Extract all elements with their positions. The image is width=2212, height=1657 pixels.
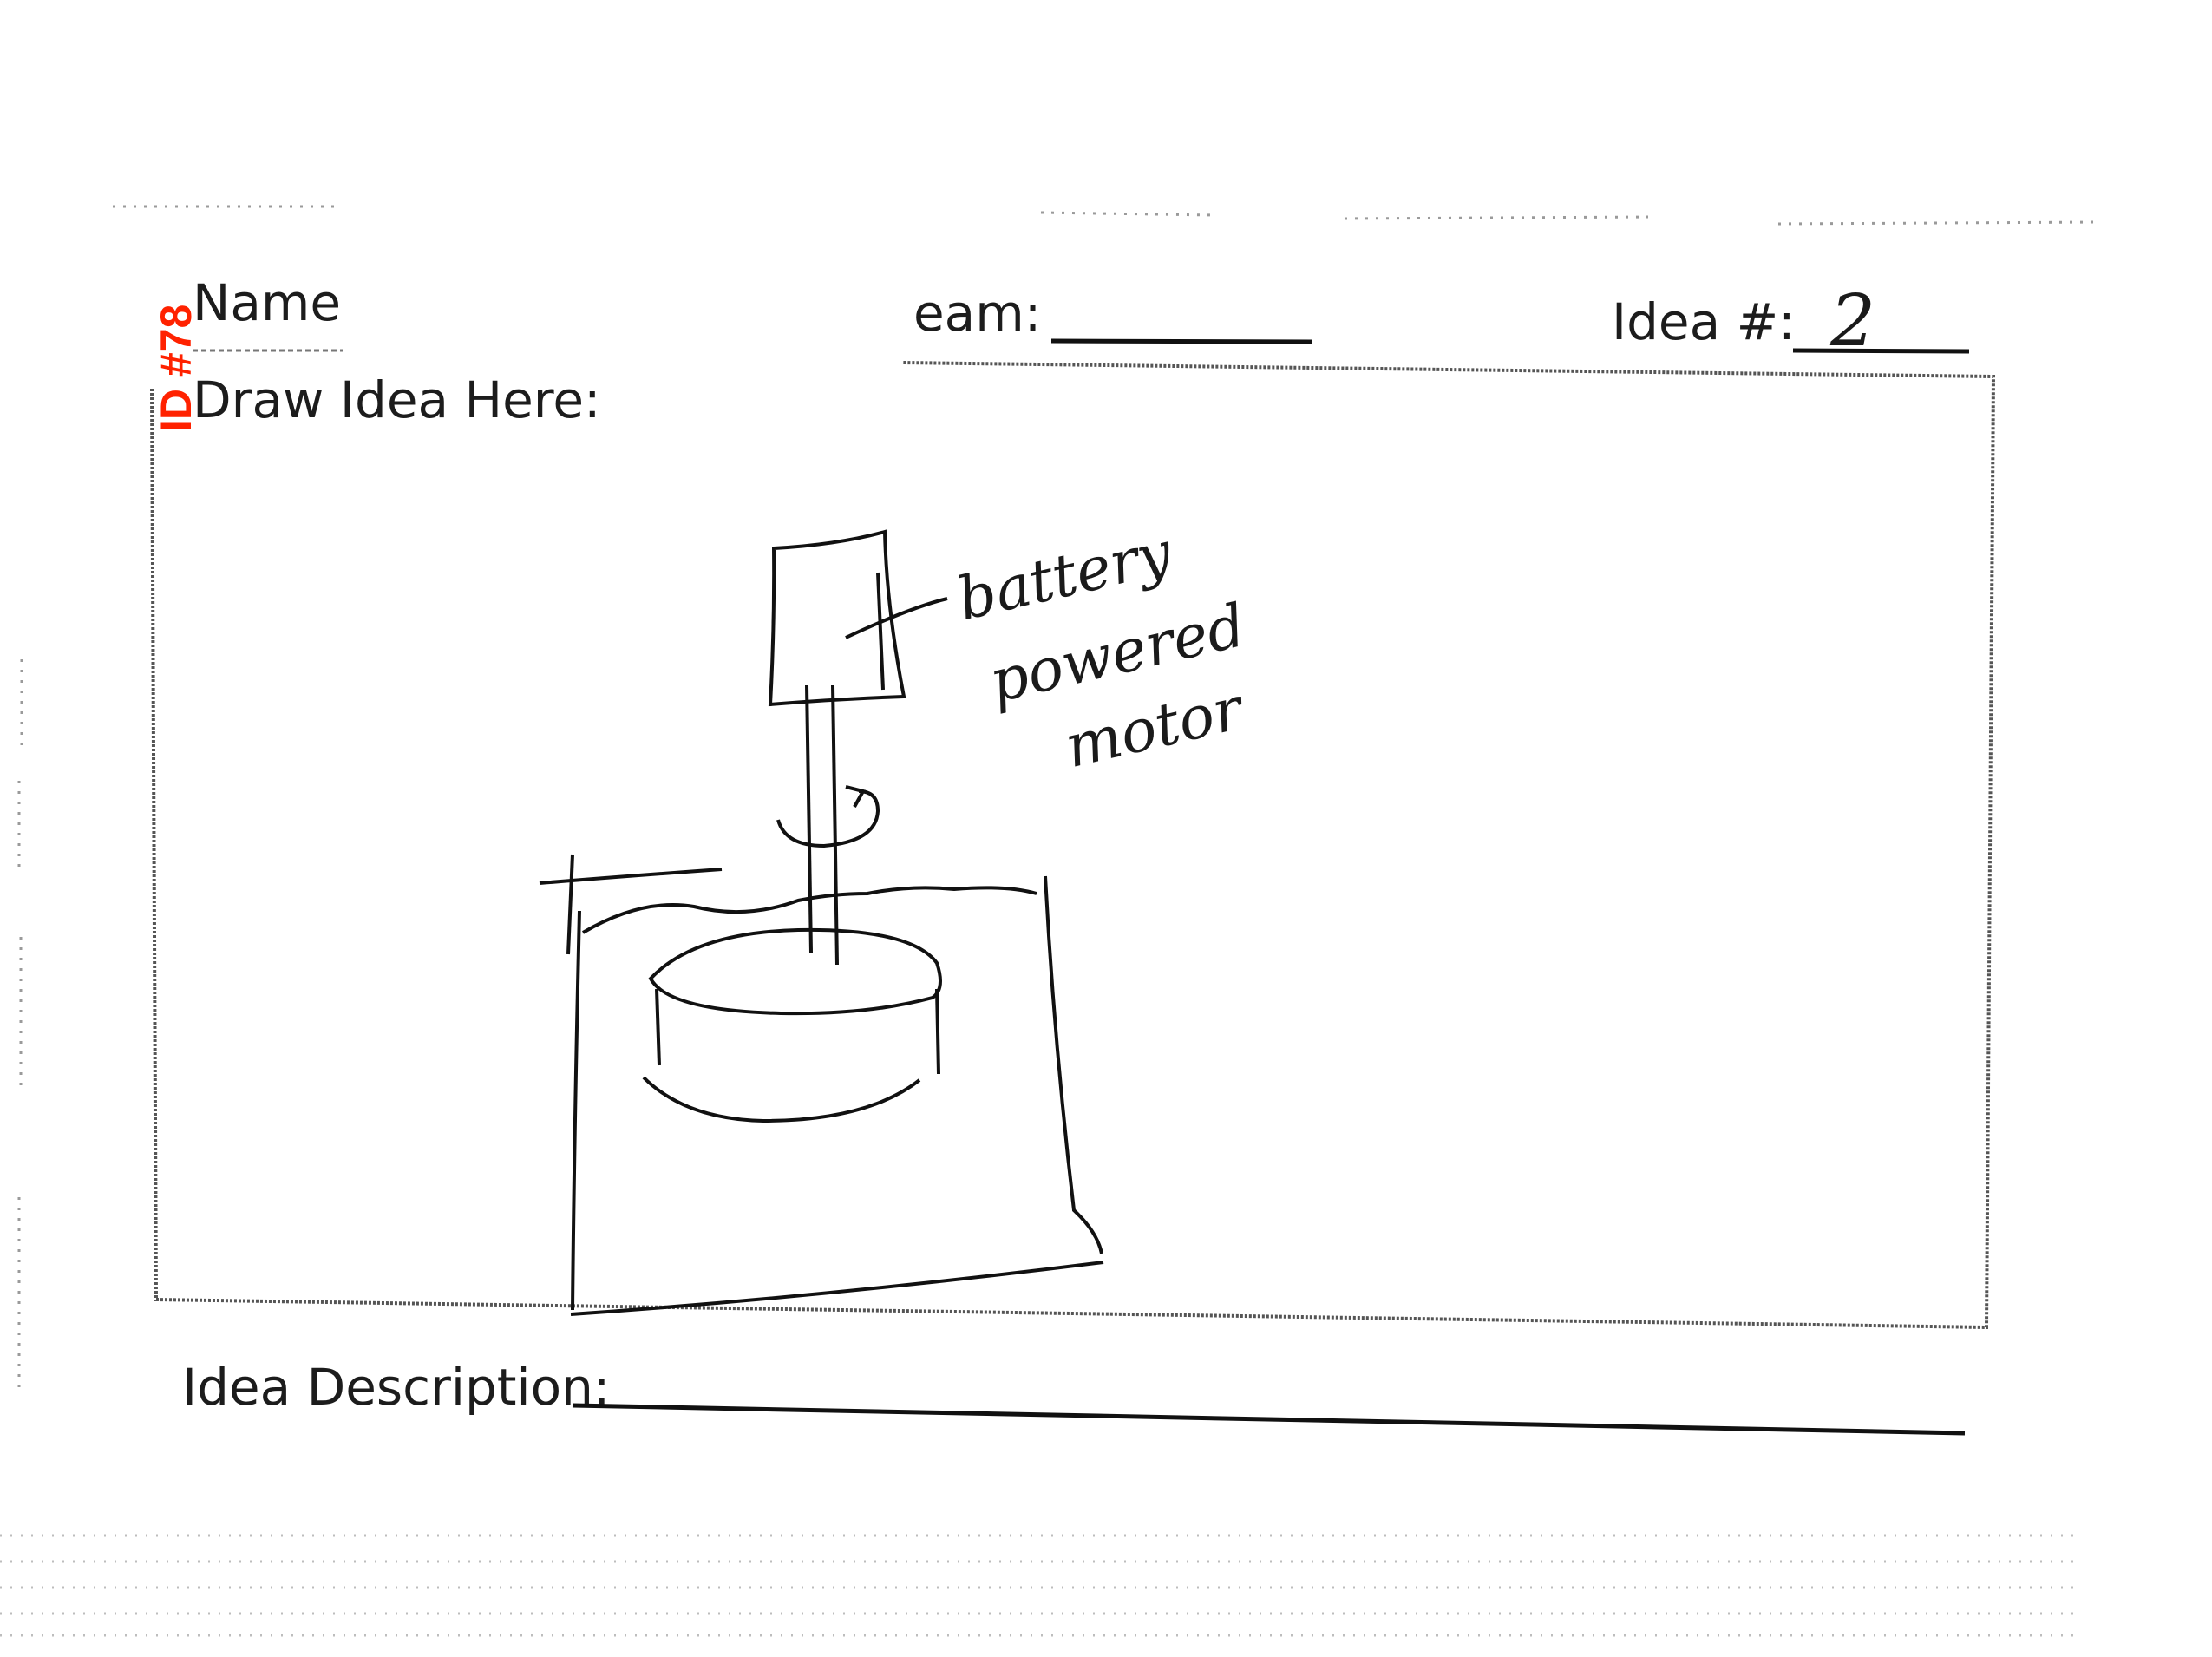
label-pointer <box>846 599 947 638</box>
drum-bottom <box>644 1077 919 1121</box>
rotation-arrowhead <box>846 787 863 807</box>
team-field-line <box>1051 341 1312 342</box>
rotation-arrow <box>778 791 878 846</box>
drum-right-side <box>937 989 939 1074</box>
drum-top <box>651 930 940 1013</box>
idea-description-line <box>573 1405 1965 1433</box>
label-tick <box>878 573 883 690</box>
shaft-left <box>807 685 811 953</box>
tank-right-wall <box>1045 876 1102 1254</box>
idea-number-line <box>1793 350 1969 351</box>
tank-rim-post <box>568 855 573 954</box>
tank-left-wall <box>573 911 579 1310</box>
shaft-right <box>833 685 837 965</box>
tank-rim <box>540 869 722 883</box>
drum-left-side <box>657 989 659 1065</box>
drawing-frame <box>152 363 1993 1327</box>
